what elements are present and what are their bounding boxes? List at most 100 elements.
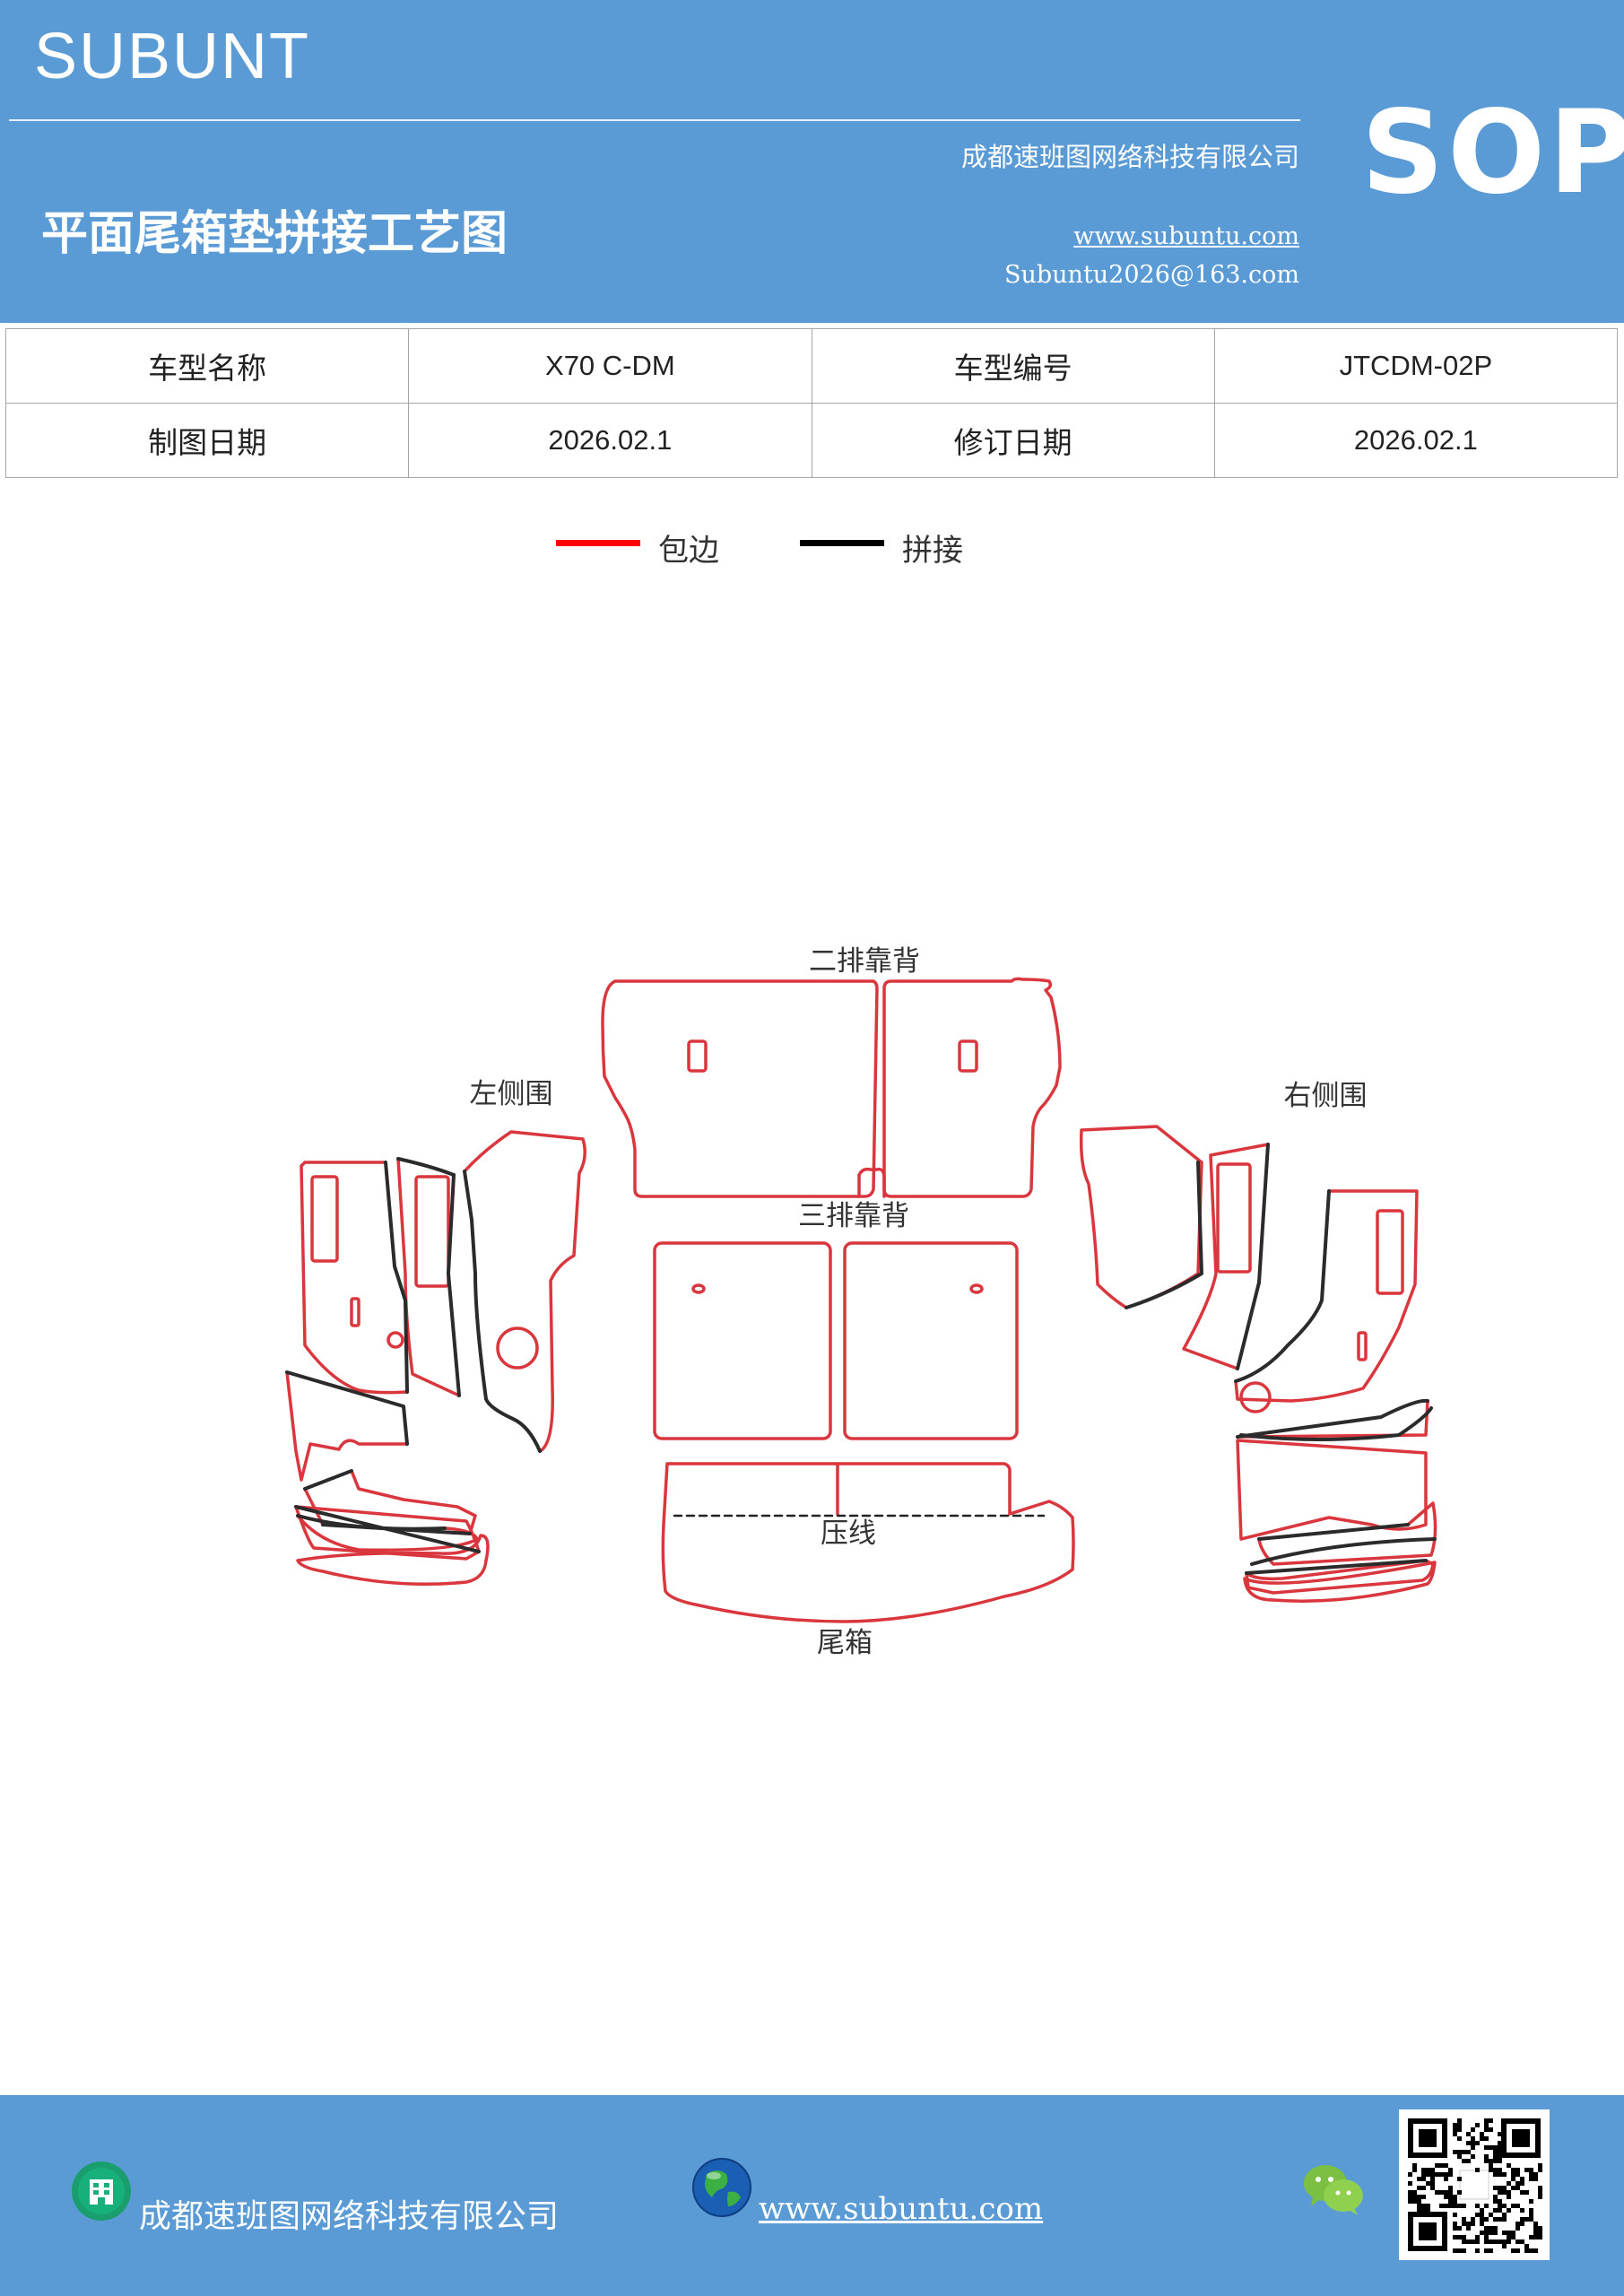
qr-module: [1529, 2213, 1533, 2217]
qr-module: [1538, 2163, 1542, 2168]
qr-module: [1412, 2168, 1417, 2172]
qr-module: [1502, 2204, 1507, 2208]
qr-module: [1484, 2118, 1489, 2123]
qr-module: [1448, 2172, 1453, 2177]
press-line-label: 压线: [821, 1518, 876, 1550]
qr-module: [1515, 2239, 1520, 2244]
qr-module: [1430, 2181, 1435, 2186]
qr-module: [1412, 2199, 1417, 2204]
qr-module: [1529, 2177, 1533, 2181]
draw-date-label: 制图日期: [4, 403, 410, 478]
wechat-icon[interactable]: [1302, 2161, 1365, 2217]
document-title: 平面尾箱垫拼接工艺图: [41, 207, 508, 261]
qr-module: [1453, 2123, 1457, 2127]
qr-module: [1511, 2235, 1515, 2239]
qr-module: [1462, 2217, 1466, 2222]
qr-module: [1493, 2154, 1498, 2159]
qr-module: [1489, 2127, 1493, 2132]
qr-module: [1448, 2195, 1453, 2199]
qr-module: [1421, 2168, 1426, 2172]
qr-module: [1466, 2150, 1471, 2154]
qr-module: [1484, 2123, 1489, 2127]
qr-code-pattern: [1408, 2118, 1542, 2253]
qr-module: [1466, 2132, 1471, 2136]
qr-module: [1511, 2231, 1515, 2235]
qr-module: [1502, 2244, 1507, 2248]
header-divider: [9, 119, 1300, 121]
qr-module: [1538, 2168, 1542, 2172]
qr-module: [1471, 2136, 1475, 2141]
qr-module: [1493, 2199, 1498, 2204]
qr-module: [1493, 2186, 1498, 2190]
qr-module: [1520, 2217, 1524, 2222]
qr-module: [1448, 2168, 1453, 2172]
qr-module: [1426, 2181, 1430, 2186]
qr-module: [1484, 2248, 1489, 2253]
qr-module: [1439, 2204, 1444, 2208]
qr-module: [1493, 2145, 1498, 2150]
qr-module: [1417, 2186, 1421, 2190]
qr-module: [1462, 2159, 1466, 2163]
qr-module: [1426, 2208, 1430, 2213]
qr-module: [1507, 2208, 1511, 2213]
globe-icon: [692, 2158, 751, 2217]
qr-module: [1444, 2204, 1448, 2208]
qr-module: [1453, 2132, 1457, 2136]
qr-module: [1515, 2181, 1520, 2186]
qr-module: [1426, 2172, 1430, 2177]
qr-module: [1457, 2177, 1462, 2181]
qr-module: [1484, 2127, 1489, 2132]
qr-module: [1520, 2208, 1524, 2213]
qr-module: [1498, 2150, 1502, 2154]
footer-website-link[interactable]: www.subuntu.com: [759, 2191, 1044, 2227]
qr-module: [1444, 2163, 1448, 2168]
qr-module: [1498, 2132, 1502, 2136]
qr-module: [1484, 2235, 1489, 2239]
qr-module: [1502, 2217, 1507, 2222]
qr-module: [1493, 2231, 1498, 2235]
qr-module: [1408, 2190, 1412, 2195]
qr-module: [1484, 2159, 1489, 2163]
qr-module: [1507, 2231, 1511, 2235]
qr-module: [1484, 2204, 1489, 2208]
qr-module: [1524, 2168, 1529, 2172]
qr-module: [1498, 2190, 1502, 2195]
qr-module: [1466, 2222, 1471, 2226]
qr-module: [1448, 2204, 1453, 2208]
website-link[interactable]: www.subuntu.com: [1073, 222, 1299, 250]
qr-module: [1511, 2177, 1515, 2181]
qr-module: [1457, 2190, 1462, 2195]
qr-module: [1466, 2239, 1471, 2244]
qr-module: [1471, 2239, 1475, 2244]
qr-module: [1475, 2204, 1480, 2208]
qr-module: [1457, 2127, 1462, 2132]
qr-module: [1498, 2154, 1502, 2159]
seam-splice-label: 拼接: [902, 533, 963, 569]
qr-module: [1507, 2239, 1511, 2244]
qr-module: [1484, 2226, 1489, 2231]
qr-module: [1502, 2239, 1507, 2244]
footer-company-name: 成都速班图网络科技有限公司: [139, 2198, 560, 2235]
qr-module: [1426, 2204, 1430, 2208]
qr-module: [1475, 2141, 1480, 2145]
qr-module: [1408, 2199, 1412, 2204]
qr-module: [1480, 2136, 1484, 2141]
qr-module: [1493, 2226, 1498, 2231]
qr-module: [1457, 2204, 1462, 2208]
qr-module: [1457, 2136, 1462, 2141]
qr-module: [1520, 2181, 1524, 2186]
qr-module: [1520, 2190, 1524, 2195]
qr-module: [1444, 2190, 1448, 2195]
qr-module: [1421, 2204, 1426, 2208]
qr-module: [1498, 2186, 1502, 2190]
qr-module: [1529, 2248, 1533, 2253]
qr-module: [1489, 2226, 1493, 2231]
qr-module: [1515, 2186, 1520, 2190]
qr-module: [1493, 2239, 1498, 2244]
qr-module: [1529, 2172, 1533, 2177]
qr-module: [1498, 2141, 1502, 2145]
table-row: 车型名称 X70 C-DM 车型编号 JTCDM-02P: [4, 328, 1619, 404]
qr-module: [1507, 2195, 1511, 2199]
qr-module: [1515, 2168, 1520, 2172]
qr-module: [1538, 2235, 1542, 2239]
